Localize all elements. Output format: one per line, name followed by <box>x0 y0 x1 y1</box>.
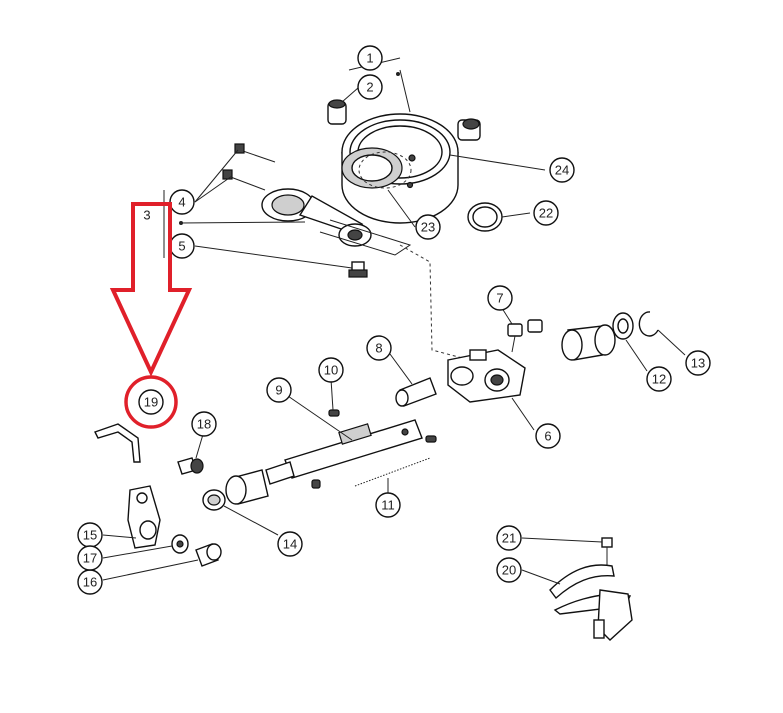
o-ring-part <box>467 202 503 232</box>
callout-24-label: 24 <box>555 163 569 178</box>
callout-1-label: 1 <box>366 51 373 66</box>
rod-bolts-part <box>222 143 276 191</box>
callout-2: 2 <box>357 74 383 100</box>
callout-7: 7 <box>487 285 513 311</box>
collar-14-part <box>202 469 269 511</box>
callout-5-label: 5 <box>178 239 185 254</box>
bolt-5-part <box>348 261 368 278</box>
screw-16-part <box>195 543 222 567</box>
callout-18-label: 18 <box>197 417 211 432</box>
callout-3-label: 3 <box>143 208 150 223</box>
callout-12-label: 12 <box>652 372 666 387</box>
e-clip-13-part <box>638 311 659 337</box>
connecting-rod-part <box>261 188 412 256</box>
callout-16-label: 16 <box>83 575 97 590</box>
callout-6: 6 <box>535 423 561 449</box>
callout-19: 19 <box>138 389 164 415</box>
callout-7-label: 7 <box>496 291 503 306</box>
screw-21-part <box>601 537 613 568</box>
callout-11-label: 11 <box>381 498 395 513</box>
callout-14: 14 <box>277 531 303 557</box>
callout-21: 21 <box>496 525 522 551</box>
callout-20-label: 20 <box>502 563 516 578</box>
callout-17: 17 <box>77 545 103 571</box>
pin-8-part <box>395 377 437 407</box>
callout-22: 22 <box>533 200 559 226</box>
callout-13: 13 <box>685 350 711 376</box>
highlight-arrow <box>109 202 193 377</box>
small-pins-10-part <box>311 409 437 489</box>
callout-21-label: 21 <box>502 531 516 546</box>
callout-9-label: 9 <box>275 383 282 398</box>
callout-3: 3 <box>143 208 150 223</box>
screws-7-part <box>507 319 543 353</box>
callout-17-label: 17 <box>83 551 97 566</box>
callout-24: 24 <box>549 157 575 183</box>
callout-18: 18 <box>191 411 217 437</box>
callout-19-label: 19 <box>144 395 158 410</box>
block-15-part <box>127 485 161 549</box>
guide-bracket-19-part <box>94 423 141 463</box>
callout-5: 5 <box>169 233 195 259</box>
callout-8-label: 8 <box>375 341 382 356</box>
callout-15: 15 <box>77 522 103 548</box>
callout-22-label: 22 <box>539 206 553 221</box>
callout-1: 1 <box>357 45 383 71</box>
pulley-part <box>341 113 459 224</box>
shaft-9-part <box>265 419 423 485</box>
callout-2-label: 2 <box>366 80 373 95</box>
bushing-part <box>561 324 616 361</box>
callout-9: 9 <box>266 377 292 403</box>
callout-10: 10 <box>318 357 344 383</box>
callout-8: 8 <box>366 335 392 361</box>
linkage-dashed-line <box>399 244 471 361</box>
set-screw-pulley-right-part <box>457 118 481 141</box>
highlight-circle <box>124 375 178 429</box>
callout-23-label: 23 <box>421 220 435 235</box>
washer-12-part <box>612 312 634 340</box>
callout-11: 11 <box>375 492 401 518</box>
callout-15-label: 15 <box>83 528 97 543</box>
callout-16: 16 <box>77 569 103 595</box>
hook-lever-20-part <box>549 564 633 641</box>
callout-10-label: 10 <box>324 363 338 378</box>
washer-17-part <box>171 534 189 554</box>
callout-12: 12 <box>646 366 672 392</box>
callout-6-label: 6 <box>544 429 551 444</box>
callout-4: 4 <box>169 189 195 215</box>
set-screw-2-part <box>327 99 347 125</box>
callout-14-label: 14 <box>283 537 297 552</box>
spring-11-part <box>354 457 431 487</box>
screw-18-part <box>177 457 204 475</box>
callout-20: 20 <box>496 557 522 583</box>
callout-23: 23 <box>415 214 441 240</box>
callout-13-label: 13 <box>691 356 705 371</box>
crank-clamp-part <box>447 349 526 403</box>
callout-4-label: 4 <box>178 195 185 210</box>
